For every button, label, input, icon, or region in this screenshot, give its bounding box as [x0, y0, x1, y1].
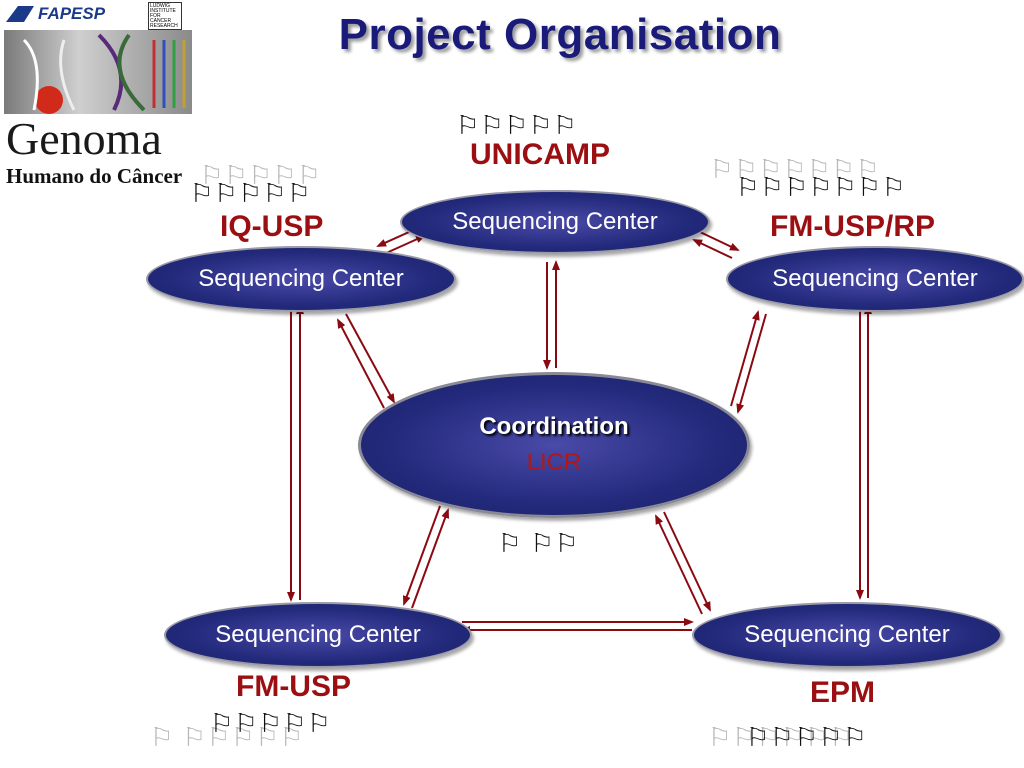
fmusp-flags-front: ⚐⚐⚐⚐⚐ [210, 708, 332, 738]
fmusprp-flags-back: ⚐⚐⚐⚐⚐⚐⚐ [710, 154, 881, 184]
arrow-coord-to-epm [663, 511, 711, 612]
ludwig-logo: LUDWIG INSTITUTE FOR CANCER RESEARCH [148, 2, 182, 30]
site-label-unicamp: UNICAMP [470, 138, 610, 171]
arrow-coord-to-fmusp [403, 505, 441, 606]
node-fmusprp: Sequencing Center [726, 246, 1024, 312]
dna-figure-icon [22, 33, 186, 114]
arrow-iqusp-to-unicamp [383, 235, 426, 255]
coord-flags: ⚐ ⚐⚐ [498, 528, 580, 558]
epm-flags-back: ⚐⚐⚐⚐⚐⚐ [708, 722, 854, 752]
page-title: Project Organisation [338, 10, 782, 59]
fapesp-logo: FAPESP [4, 2, 142, 26]
coordination-sub: LICR [526, 449, 582, 476]
node-fmusp: Sequencing Center [164, 602, 472, 668]
iqusp-flags-front: ⚐⚐⚐⚐⚐ [190, 178, 312, 208]
genoma-subtitle: Humano do Câncer [6, 164, 183, 188]
site-label-fmusprp: FM-USP/RP [770, 210, 935, 243]
node-fmusprp-label: Sequencing Center [772, 265, 978, 292]
site-label-epm: EPM [810, 676, 876, 709]
site-label-fmusp: FM-USP [236, 670, 351, 703]
arrow-fmusprp-to-coord [736, 313, 767, 414]
node-unicamp: Sequencing Center [400, 190, 710, 254]
coordination-label: Coordination [479, 413, 629, 440]
unicamp-flags: ⚐⚐⚐⚐⚐ [456, 110, 578, 140]
node-fmusp-label: Sequencing Center [215, 621, 421, 648]
arrow-coord-to-fmusprp [730, 310, 760, 407]
arrow-coord-to-iqusp [337, 318, 385, 409]
arrow-unicamp-to-fmusprp [699, 231, 740, 251]
iqusp-flags-back: ⚐⚐⚐⚐⚐ [200, 160, 322, 190]
node-coordination: Coordination LICR [358, 372, 750, 518]
arrow-fmusprp-to-unicamp [692, 239, 733, 259]
node-iqusp: Sequencing Center [146, 246, 456, 312]
fapesp-icon [6, 6, 134, 22]
genoma-image [4, 30, 192, 114]
node-epm-label: Sequencing Center [744, 621, 950, 648]
node-unicamp-label: Sequencing Center [452, 208, 658, 235]
genoma-logo-text: Genoma [6, 113, 162, 164]
epm-flags-front: ⚐⚐⚐⚐⚐ [746, 722, 868, 752]
arrow-fmusp-to-coord [411, 508, 449, 609]
ludwig-text: LUDWIG INSTITUTE FOR CANCER RESEARCH [150, 3, 178, 29]
arrow-epm-to-coord [655, 514, 703, 615]
arrow-iqusp-to-coord [345, 313, 395, 404]
site-label-iqusp: IQ-USP [220, 210, 324, 243]
fmusp-flags-back: ⚐ ⚐⚐⚐⚐⚐ [150, 722, 305, 752]
fapesp-text: FAPESP [38, 4, 106, 23]
node-epm: Sequencing Center [692, 602, 1002, 668]
node-iqusp-label: Sequencing Center [198, 265, 404, 292]
fmusprp-flags-front: ⚐⚐⚐⚐⚐⚐⚐ [736, 172, 907, 202]
